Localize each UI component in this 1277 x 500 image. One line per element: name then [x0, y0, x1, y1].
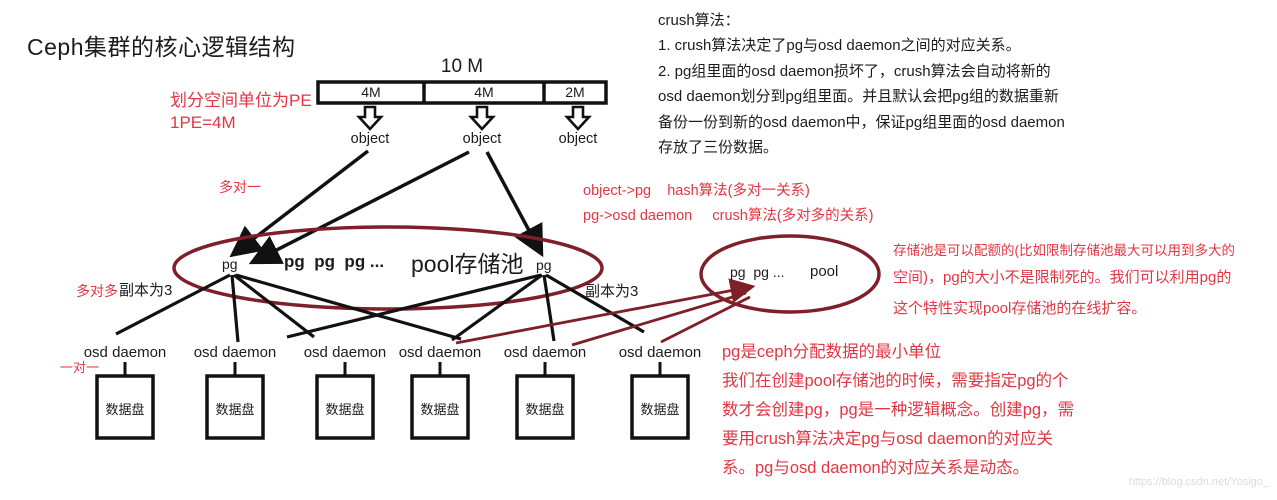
page-title: Ceph集群的核心逻辑结构: [27, 34, 296, 60]
replica-left-label: 副本为3: [119, 282, 173, 299]
storage-total-label: 10 M: [440, 56, 484, 77]
pg-note-line: 要用crush算法决定pg与osd daemon的对应关: [722, 430, 1054, 448]
osd-daemon-label: osd daemon: [303, 344, 387, 361]
pg-note-line: pg是ceph分配数据的最小单位: [722, 343, 942, 361]
osd-daemon-label: osd daemon: [618, 344, 702, 361]
osd-to-small-pool-lines: [455, 278, 756, 347]
disk-label: 数据盘: [105, 402, 145, 417]
crush-note-line: osd daemon划分到pg组里面。并且默认会把pg组的数据重新: [658, 88, 1059, 106]
pg-to-osd-lines: [115, 273, 645, 343]
pg-node-right: pg: [536, 257, 552, 273]
osd-daemon-label: osd daemon: [83, 344, 167, 361]
pool-label: pool存储池: [411, 251, 524, 277]
pe-note-line1: 划分空间单位为PE: [170, 91, 312, 110]
pool-ellipse: [172, 225, 604, 311]
object-label: object: [350, 131, 390, 147]
osd-daemon-label: osd daemon: [398, 344, 482, 361]
many-to-many-label: 多对多: [76, 283, 118, 299]
small-pool-label: pool: [810, 263, 839, 280]
watermark: https://blog.csdn.net/Yosigo_: [1128, 476, 1269, 488]
mapping-note-line2: pg->osd daemon crush算法(多对多的关系): [583, 208, 874, 224]
many-to-one-label: 多对一: [219, 179, 261, 195]
crush-note-line: crush算法：: [658, 12, 740, 29]
pe-note-line2: 1PE=4M: [170, 113, 236, 132]
small-pool-pgs: pg pg ...: [730, 264, 785, 280]
mapping-note-line1: object->pg hash算法(多对一关系): [583, 183, 810, 199]
pg-node-left: pg: [222, 256, 238, 272]
disk-label: 数据盘: [215, 402, 255, 417]
pg-note-line: 数才会创建pg，pg是一种逻辑概念。创建pg，需: [722, 401, 1075, 419]
object-label: object: [558, 131, 598, 147]
segment-label: 4M: [361, 84, 381, 100]
osd-daemon-label: osd daemon: [193, 344, 277, 361]
segment-label: 4M: [474, 84, 494, 100]
crush-note: crush算法： 1. crush算法决定了pg与osd daemon之间的对应…: [658, 8, 1065, 160]
crush-note-line: 2. pg组里面的osd daemon损坏了，crush算法会自动将新的: [658, 62, 1051, 80]
pg-note-line: 我们在创建pool存储池的时候，需要指定pg的个: [722, 372, 1069, 390]
object-label: object: [462, 131, 502, 147]
storage-bar-shape: [316, 80, 608, 105]
replica-right-label: 副本为3: [585, 283, 639, 300]
block-arrow-icon: [356, 105, 592, 131]
quota-note-line: 存储池是可以配额的(比如限制存储池最大可以用到多大的: [893, 243, 1235, 258]
crush-note-line: 备份一份到新的osd daemon中，保证pg组里面的osd daemon: [658, 113, 1065, 131]
quota-note-line: 这个特性实现pool存储池的在线扩容。: [893, 300, 1147, 317]
disk-label: 数据盘: [325, 402, 365, 417]
pg-group-label: pg pg pg ...: [284, 252, 385, 271]
disk-boxes: [95, 374, 690, 440]
disk-label: 数据盘: [525, 402, 565, 417]
crush-note-line: 1. crush算法决定了pg与osd daemon之间的对应关系。: [658, 37, 1021, 55]
osd-disk-connectors: [123, 362, 662, 376]
disk-label: 数据盘: [640, 402, 680, 417]
quota-note-line: 空间)，pg的大小不是限制死的。我们可以利用pg的: [893, 269, 1232, 286]
pool-small-ellipse: [699, 234, 881, 314]
osd-daemon-label: osd daemon: [503, 344, 587, 361]
disk-label: 数据盘: [420, 402, 460, 417]
segment-label: 2M: [565, 84, 585, 100]
one-to-one-label: 一对一: [60, 360, 100, 375]
crush-note-line: 存放了三份数据。: [658, 139, 779, 157]
pg-note-line: 系。pg与osd daemon的对应关系是动态。: [722, 459, 1030, 477]
